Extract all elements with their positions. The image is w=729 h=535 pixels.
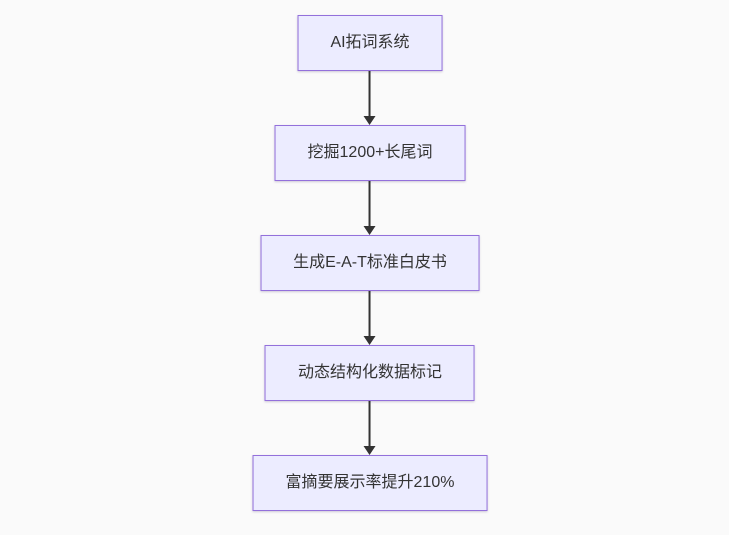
edge-line — [369, 401, 371, 447]
flowchart-node-longtail-keywords: 挖掘1200+长尾词 — [274, 125, 466, 181]
edge-3-to-4 — [364, 291, 376, 345]
arrow-down-icon — [364, 336, 376, 345]
flowchart-node-rich-snippet-rate: 富摘要展示率提升210% — [252, 455, 488, 511]
flowchart-node-ai-system: AI拓词系统 — [297, 15, 443, 71]
edge-2-to-3 — [364, 181, 376, 235]
flowchart-node-structured-data: 动态结构化数据标记 — [264, 345, 475, 401]
arrow-down-icon — [364, 446, 376, 455]
edge-1-to-2 — [364, 71, 376, 125]
edge-line — [369, 71, 371, 117]
edge-4-to-5 — [364, 401, 376, 455]
arrow-down-icon — [364, 116, 376, 125]
arrow-down-icon — [364, 226, 376, 235]
flowchart-node-eat-whitepaper: 生成E-A-T标准白皮书 — [260, 235, 480, 291]
flowchart: AI拓词系统 挖掘1200+长尾词 生成E-A-T标准白皮书 动态结构化数据标记… — [252, 15, 488, 511]
edge-line — [369, 291, 371, 337]
edge-line — [369, 181, 371, 227]
